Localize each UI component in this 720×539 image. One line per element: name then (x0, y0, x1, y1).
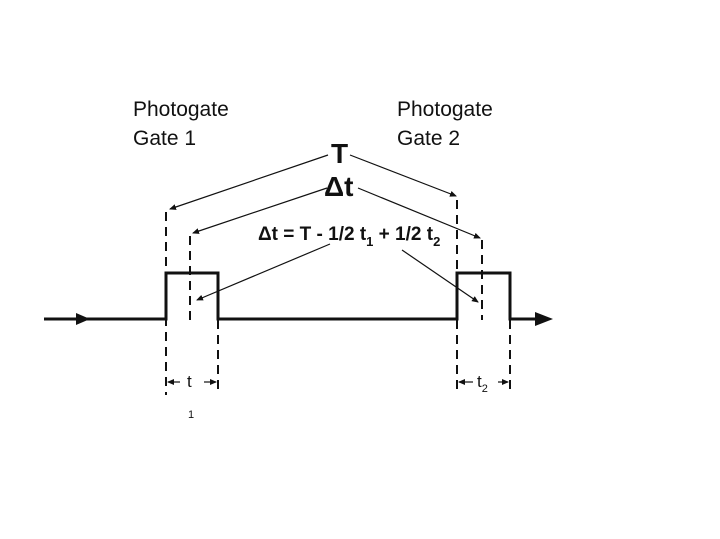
equation-text: Δt = T - 1/2 t1 + 1/2 t2 (258, 224, 440, 249)
equation-left-pointer (196, 243, 331, 301)
gate1-label-line2: Gate 1 (133, 127, 196, 150)
t1-subscript: 1 (188, 409, 194, 421)
signal-line (44, 271, 548, 321)
T-right-arrow (349, 154, 457, 197)
equation-sub1: 1 (366, 234, 373, 249)
equation-mid: + 1/2 t (373, 224, 433, 245)
gate2-label-line1: Photogate (397, 98, 493, 121)
t2-subscript: 2 (482, 383, 488, 395)
gate2-label-line2: Gate 2 (397, 127, 460, 150)
T-indicator (169, 154, 457, 210)
gate1-label-line1: Photogate (133, 98, 229, 121)
signal-end-arrow (535, 312, 553, 326)
t1-label: t (187, 372, 192, 391)
T-left-arrow (169, 154, 329, 210)
signal-waveform (44, 271, 553, 326)
dt-right-arrow (357, 187, 481, 239)
dt-label: Δt (324, 171, 353, 202)
equation-sub2: 2 (433, 234, 440, 249)
equation-main: Δt = T - 1/2 t (258, 224, 367, 245)
dt-indicator (192, 187, 481, 239)
gate-dashed-lines (165, 200, 511, 395)
t2-label: t2 (477, 372, 488, 395)
dt-left-arrow (192, 187, 328, 234)
t2-letter: t (477, 372, 482, 391)
equation-right-pointer (401, 249, 479, 303)
equation-pointers (196, 243, 479, 303)
signal-mid-arrow (76, 313, 90, 325)
T-label: T (331, 138, 348, 169)
